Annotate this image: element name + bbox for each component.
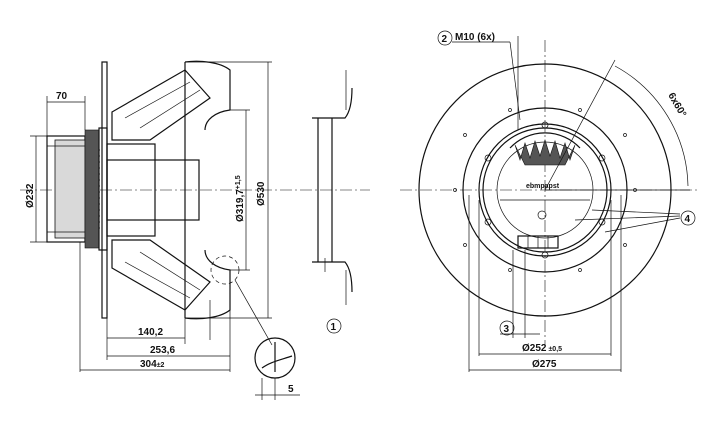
m10-label: M10 (6x) bbox=[455, 32, 495, 43]
dim-253: 253,6 bbox=[150, 345, 175, 356]
dim-530: Ø530 bbox=[256, 181, 267, 206]
dim-304: 304±2 bbox=[140, 359, 165, 370]
callout-2: 2 bbox=[442, 34, 448, 45]
shroud-profile: 1 bbox=[300, 70, 370, 334]
brand-logo: ebmpapst bbox=[526, 183, 560, 190]
dim-5: 5 bbox=[288, 384, 294, 395]
callout-3: 3 bbox=[504, 324, 510, 335]
callout-4: 4 bbox=[685, 214, 691, 225]
dim-319: Ø319,7+1,5 bbox=[235, 175, 246, 222]
angle-label: 6x60° bbox=[665, 91, 688, 119]
callout-1: 1 bbox=[331, 322, 337, 333]
side-view: 70 Ø232 Ø319,7+1,5 Ø530 140,2 253,6 304±… bbox=[20, 60, 300, 372]
front-view: ebmpapst bbox=[400, 30, 700, 372]
motor-comb bbox=[509, 132, 581, 166]
detail-view: 5 bbox=[254, 337, 300, 400]
dim-140: 140,2 bbox=[138, 327, 163, 338]
dim-275: Ø275 bbox=[532, 359, 557, 370]
ring-marks bbox=[453, 108, 637, 272]
dim-70: 70 bbox=[56, 91, 68, 102]
dim-232: Ø232 bbox=[25, 183, 36, 208]
dim-252: Ø252±0,5 bbox=[522, 343, 562, 354]
